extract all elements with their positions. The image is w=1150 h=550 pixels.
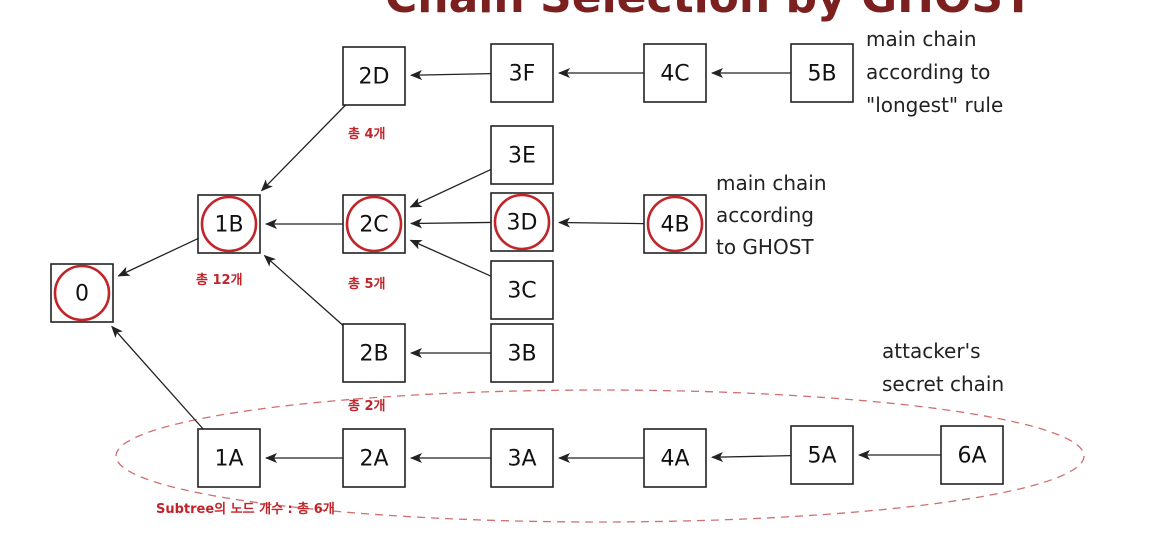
block-label: 3F [509,62,536,87]
block-node-2C: 2C [342,194,406,254]
block-box [643,43,707,103]
longest-annotation-line2: according to [866,60,990,84]
block-node-4C: 4C [643,43,707,103]
block-box [790,43,854,103]
edge-1A-to-0 [111,325,204,430]
block-label: 3C [507,279,536,304]
block-box [790,425,854,485]
block-label: 2A [359,447,388,472]
block-box [490,323,554,383]
edge-2D-to-1B [260,104,347,192]
block-node-0: 0 [50,263,114,323]
attacker-annotation-line1: attacker's [882,339,981,363]
block-box [490,43,554,103]
edge-5A-to-4A [710,452,792,463]
block-label: 6A [957,444,986,469]
count-2d: 총 4개 [348,126,386,142]
edge-3F-to-2D [409,70,492,81]
longest-rule-annotation: main chain according to "longest" rule [866,27,1003,117]
longest-annotation-line3: "longest" rule [866,93,1003,117]
block-node-4A: 4A [643,428,707,488]
block-box [197,428,261,488]
attacker-annotation-line2: secret chain [882,372,1004,396]
block-label: 3B [507,342,536,367]
edges-layer [111,68,941,463]
block-node-3B: 3B [490,323,554,383]
ghost-annotation-line1: main chain [716,171,827,195]
diagram-title: Chain Selection by GHOST [385,0,1033,23]
edge-1B-to-0 [117,237,199,277]
block-node-3F: 3F [490,43,554,103]
block-box [490,260,554,320]
block-label: 3D [507,211,538,236]
nodes-layer: 0 1B 1A 2D 2C 2B 2A 3F 3E 3D 3C 3B 3A 4C 4B 4A 5B 5A 6A [50,43,1004,488]
count-2b: 총 2개 [348,398,386,414]
block-node-3A: 3A [490,428,554,488]
count-1a: Subtree의 노드 개수 : 총 6개 [156,501,335,517]
block-label: 2B [359,342,388,367]
block-box [490,428,554,488]
block-label: 5B [807,62,836,87]
block-node-5A: 5A [790,425,854,485]
block-label: 1B [214,213,243,238]
block-node-2A: 2A [342,428,406,488]
block-node-3E: 3E [490,125,554,185]
ghost-selection-circle [53,264,111,322]
block-node-1A: 1A [197,428,261,488]
block-node-3C: 3C [490,260,554,320]
edge-4B-to-3D [557,217,645,228]
ghost-selection-circle [345,195,403,253]
block-label: 3E [508,144,536,169]
edge-2B-to-1B [263,254,344,326]
block-node-2B: 2B [342,323,406,383]
ghost-selection-circle [200,195,258,253]
block-label: 4C [660,62,689,87]
ghost-annotation-line3: to GHOST [716,235,814,259]
block-box [940,425,1004,485]
edge-3D-to-2C [409,218,492,229]
block-label: 1A [214,447,243,472]
count-2c: 총 5개 [348,276,386,292]
longest-annotation-line1: main chain [866,27,977,51]
block-node-1B: 1B [197,194,261,254]
ghost-selection-circle [493,193,551,251]
block-label: 2C [359,213,388,238]
attacker-annotation: attacker's secret chain [882,339,1004,396]
block-label: 2D [359,65,390,90]
edge-3C-to-2C [409,239,492,277]
block-node-4B: 4B [643,194,707,254]
ghost-annotation: main chain according to GHOST [716,171,827,259]
ghost-annotation-line2: according [716,203,814,227]
count-1b: 총 12개 [196,272,243,288]
block-box [643,428,707,488]
block-label: 4A [660,447,689,472]
block-node-6A: 6A [940,425,1004,485]
block-node-5B: 5B [790,43,854,103]
block-label: 3A [507,447,536,472]
block-box [342,323,406,383]
block-box [342,46,406,106]
block-label: 5A [807,444,836,469]
block-node-2D: 2D [342,46,406,106]
block-node-3D: 3D [490,192,554,252]
block-label: 0 [75,282,89,307]
edge-3E-to-2C [409,168,492,208]
block-box [490,125,554,185]
block-box [342,428,406,488]
block-label: 4B [660,213,689,238]
attacker-chain-ellipse [115,389,1085,523]
ghost-selection-circle [646,195,704,253]
